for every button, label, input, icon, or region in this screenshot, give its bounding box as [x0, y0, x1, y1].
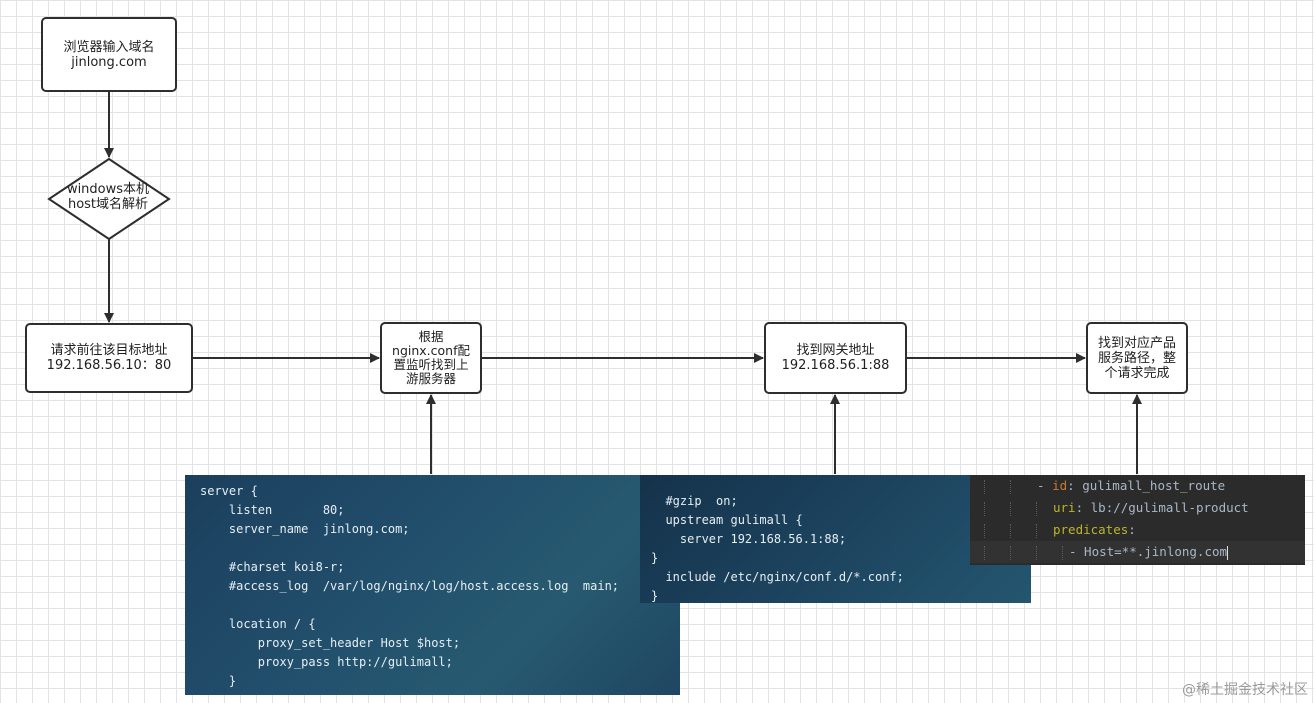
yaml-line-uri: uri: lb://gulimall-product	[1053, 500, 1249, 515]
code-line: proxy_set_header Host $host;	[200, 636, 461, 650]
yaml-row-uri: uri: lb://gulimall-product	[970, 497, 1305, 519]
yaml-line-id: - id: gulimall_host_route	[1037, 478, 1226, 493]
node-nginx-line-1: 根据	[418, 329, 444, 344]
node-gateway-line-1: 找到网关地址	[796, 343, 875, 358]
node-gateway-address[interactable]: 找到网关地址 192.168.56.1:88	[764, 322, 907, 394]
node-product-line-3: 个请求完成	[1104, 365, 1170, 381]
code-line: }	[651, 551, 659, 565]
node-nginx-line-2: nginx.conf配	[392, 343, 470, 358]
node-target-line-2: 192.168.56.10：80	[46, 358, 172, 373]
code-line: server {	[200, 484, 258, 498]
code-line: }	[200, 674, 237, 688]
code-line: location / {	[200, 617, 316, 631]
node-browser-line-1: 浏览器输入域名	[63, 39, 155, 55]
node-request-target-address[interactable]: 请求前往该目标地址 192.168.56.10：80	[25, 323, 193, 393]
code-line: #gzip on;	[651, 494, 738, 508]
node-browser-line-2: jinlong.com	[71, 54, 147, 70]
code-line: #access_log /var/log/nginx/log/host.acce…	[200, 579, 620, 593]
node-nginx-line-3: 置监听找到上	[393, 357, 469, 372]
node-target-line-1: 请求前往该目标地址	[50, 343, 168, 358]
node-hosts-resolution-label: windows本机 host域名解析	[52, 182, 164, 212]
code-line: server_name jinlong.com;	[200, 522, 410, 536]
node-product-line-1: 找到对应产品	[1097, 335, 1176, 351]
node-gateway-line-2: 192.168.56.1:88	[781, 358, 890, 373]
node-hosts-line-1: windows本机	[66, 182, 150, 197]
node-hosts-line-2: host域名解析	[67, 197, 149, 212]
code-line: upstream gulimall {	[651, 513, 803, 527]
nginx-conf-code: server { listen 80; server_name jinlong.…	[200, 482, 619, 691]
node-nginx-upstream[interactable]: 根据 nginx.conf配 置监听找到上 游服务器	[380, 322, 482, 394]
yaml-line-predicate-item: - Host=**.jinlong.com	[1069, 544, 1229, 560]
node-product-service[interactable]: 找到对应产品 服务路径，整 个请求完成	[1086, 322, 1188, 394]
yaml-line-predicates: predicates:	[1053, 522, 1136, 537]
node-product-line-2: 服务路径，整	[1097, 350, 1176, 366]
text-cursor	[1227, 545, 1229, 560]
code-line: proxy_pass http://gulimall;	[200, 655, 453, 669]
code-line: include /etc/nginx/conf.d/*.conf;	[651, 570, 904, 584]
code-line: #charset koi8-r;	[200, 560, 345, 574]
gateway-route-yaml-panel: - id: gulimall_host_route uri: lb://guli…	[970, 475, 1305, 565]
code-line: server 192.168.56.1:88;	[651, 532, 847, 546]
nginx-conf-code-panel: server { listen 80; server_name jinlong.…	[185, 475, 680, 695]
yaml-row-predicates: predicates:	[970, 519, 1305, 541]
upstream-conf-code-panel: #gzip on; upstream gulimall { server 192…	[640, 475, 1031, 603]
code-line: listen 80;	[200, 503, 345, 517]
code-line: }	[651, 589, 659, 603]
yaml-row-id: - id: gulimall_host_route	[970, 475, 1305, 497]
node-nginx-line-4: 游服务器	[405, 371, 456, 386]
upstream-conf-code: #gzip on; upstream gulimall { server 192…	[651, 492, 904, 603]
yaml-row-predicate-item: - Host=**.jinlong.com	[970, 541, 1305, 563]
watermark: @稀土掘金技术社区	[1182, 682, 1308, 698]
node-browser-input-domain[interactable]: 浏览器输入域名 jinlong.com	[41, 17, 177, 92]
